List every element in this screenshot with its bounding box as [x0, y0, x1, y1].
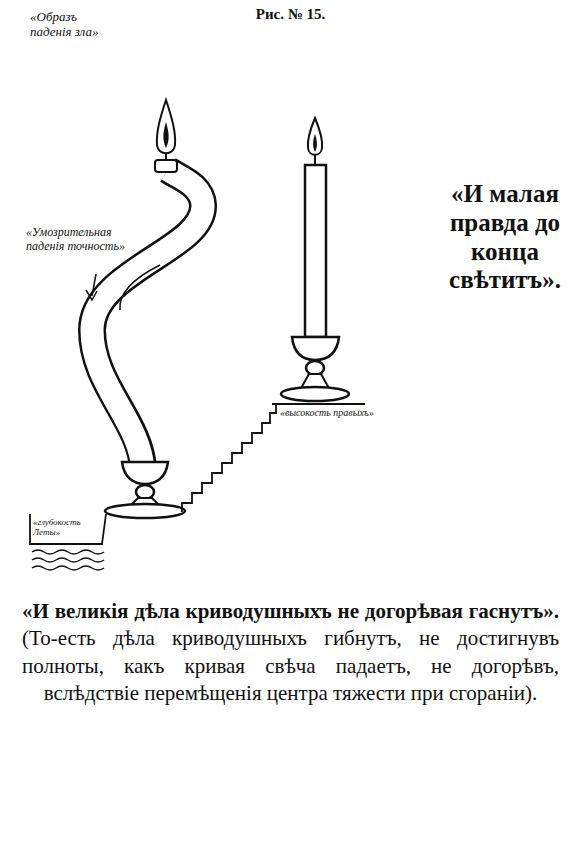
- flame: [157, 100, 175, 153]
- note-label: «Умозрительная паденія точность»: [26, 226, 146, 254]
- platform-label: «высокость правыхъ»: [280, 407, 390, 419]
- note-label: «Образъ паденія зла»: [30, 10, 110, 40]
- holder-cup: [122, 462, 168, 484]
- water-waves: [32, 550, 104, 570]
- candle-shading: [120, 265, 160, 310]
- figure-title: Рис. № 15.: [0, 6, 581, 23]
- pointer-head: [86, 290, 97, 300]
- top-socket: [155, 160, 177, 172]
- stairs: [182, 404, 276, 512]
- flame-core: [313, 134, 317, 152]
- caption-block: «И великія дѣла криводушныхъ не догорѣва…: [22, 598, 559, 707]
- lethe-pit: [30, 514, 106, 544]
- holder-base: [105, 504, 185, 518]
- flame: [308, 118, 322, 155]
- holder-cup: [292, 337, 339, 360]
- holder-knob: [136, 485, 154, 499]
- straight-candle: [305, 165, 326, 337]
- caption-note: (То-есть дѣла криводушныхъ гибнутъ, не д…: [22, 626, 559, 705]
- flame-core: [163, 122, 168, 148]
- crooked-candle-fill: [92, 170, 203, 470]
- platform: [272, 403, 365, 405]
- caption: «И великія дѣла криводушныхъ не догорѣва…: [22, 599, 559, 623]
- motto-text: «И малая правда до конца свѣтитъ».: [440, 180, 570, 295]
- holder-knob: [306, 361, 324, 375]
- crooked-candle: [92, 170, 203, 468]
- holder-base: [281, 387, 349, 401]
- water-label: «глубокость Леты»: [33, 517, 99, 538]
